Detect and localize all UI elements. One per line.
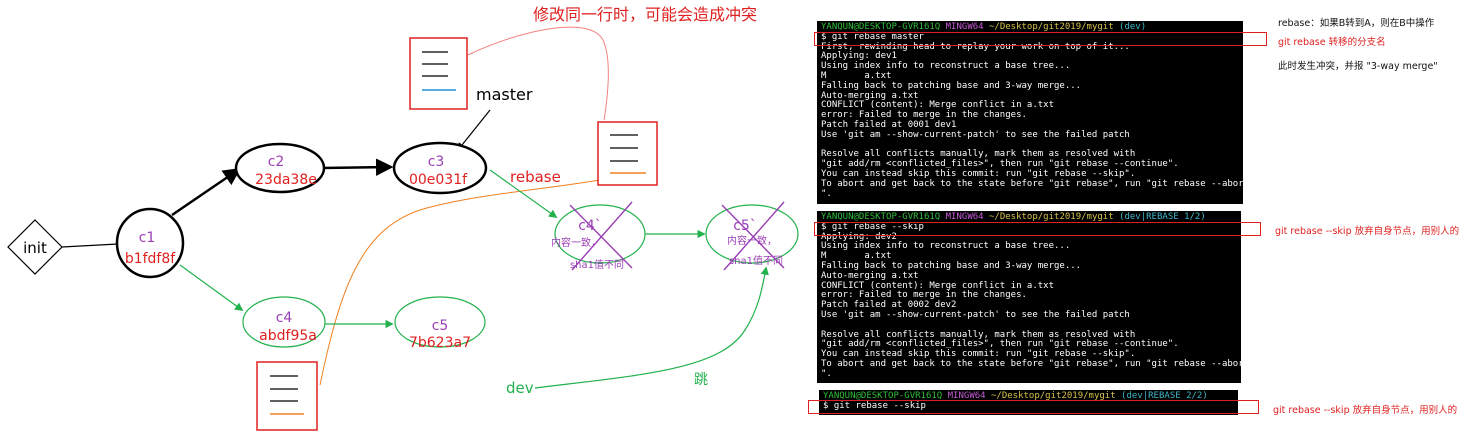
rebase-content-curve [319, 179, 601, 386]
terminal1-output-line: Auto-merging a.txt [821, 90, 919, 101]
terminal2-output-line: Patch failed at 0002 dev2 [821, 300, 957, 311]
c1-to-c2-edge [171, 168, 241, 217]
terminal3-prompt: YANQUN@DESKTOP-GVR161Q MINGW64 ~/Desktop… [823, 391, 1208, 401]
c5-name: c5 [432, 318, 449, 334]
terminal2-output-line: "git add/rm <conflicted_files>", then ru… [821, 339, 1179, 350]
note-skip-1: git rebase --skip 放弃自身节点，用别人的 [1275, 226, 1460, 237]
conflict-title: 修改同一行时，可能会造成冲突 [533, 5, 757, 24]
highlight-rebase-skip-1 [814, 222, 1261, 236]
note-conflict-3way: 此时发生冲突，并报 "3-way merge" [1278, 61, 1438, 72]
terminal2-output-line: Resolve all conflicts manually, mark the… [821, 329, 1136, 340]
terminal1-output-line: To abort and get back to the state befor… [821, 178, 1243, 189]
terminal1-command: $ git rebase master [821, 31, 924, 42]
commit-c5-prime: c5` 内容一致， sha1值不同 [705, 201, 799, 271]
c1-name: c1 [139, 230, 156, 246]
c3-to-c4p-edge [489, 169, 558, 218]
commit-c2: c2 23da38e [234, 142, 326, 194]
terminal2-output-line: Applying: dev2 [821, 231, 897, 242]
terminal2-output-line: CONFLICT (content): Merge conflict in a.… [821, 280, 1054, 291]
terminal-rebase-skip-2: YANQUN@DESKTOP-GVR161Q MINGW64 ~/Desktop… [819, 390, 1238, 415]
terminal2-output-line: Use 'git am --show-current-patch' to see… [821, 309, 1130, 320]
file-icon-bottom [256, 361, 318, 431]
c5-prime-name: c5` [733, 218, 757, 234]
terminal2-output-line: Falling back to patching base and 3-way … [821, 260, 1082, 271]
terminal1-output-line: "git add/rm <conflicted_files>", then ru… [821, 159, 1179, 170]
conflict-link-curve [467, 26, 609, 121]
init-label: init [23, 239, 47, 257]
terminal1-output-line: Patch failed at 0001 dev1 [821, 119, 957, 130]
commit-c3: c3 00e031f [392, 141, 488, 195]
c5-prime-note-1: 内容一致， [727, 234, 777, 247]
highlight-rebase-master [814, 32, 1267, 46]
terminal2-prompt: YANQUN@DESKTOP-GVR161Q MINGW64 ~/Desktop… [821, 212, 1206, 222]
c4-prime-cross-b [571, 201, 633, 271]
note-skip-2: git rebase --skip 放弃自身节点，用别人的 [1273, 405, 1458, 416]
commit-c4: c4 abdf95a [242, 296, 326, 348]
c1-to-c4-edge [179, 264, 244, 311]
rebase-label: rebase [510, 168, 561, 186]
c3-hash: 00e031f [409, 172, 468, 188]
terminal1-output-line: You can instead skip this commit: run "g… [821, 168, 1136, 179]
init-node: init [7, 219, 63, 275]
c5-prime-cross-b [723, 201, 785, 271]
terminal1-output-line: Applying: dev1 [821, 51, 897, 62]
c4-prime-note-1: 内容一致， [551, 236, 601, 249]
highlight-rebase-skip-2 [808, 400, 1259, 414]
terminal3-command: $ git rebase --skip [823, 400, 926, 411]
terminal1-output-line: error: Failed to merge in the changes. [821, 110, 1027, 121]
commit-c5: c5 7b623a7 [394, 296, 486, 351]
master-label: master [476, 85, 533, 104]
terminal2-output-line: To abort and get back to the state befor… [821, 358, 1241, 369]
c2-name: c2 [268, 154, 285, 170]
terminal-rebase-skip-1: YANQUN@DESKTOP-GVR161Q MINGW64 ~/Desktop… [817, 211, 1241, 383]
dev-label: dev [506, 379, 534, 397]
commit-c1: c1 b1fdf8f [115, 207, 185, 279]
c4-name: c4 [276, 310, 293, 326]
note-rebase-definition: rebase：如果B转到A，则在B中操作 [1278, 18, 1435, 29]
terminal2-output-line: You can instead skip this commit: run "g… [821, 349, 1136, 360]
file-icon-right [597, 121, 658, 186]
terminal1-output-line: M a.txt [821, 70, 892, 81]
terminal1-output-line: Resolve all conflicts manually, mark the… [821, 149, 1136, 160]
init-to-c1-edge [61, 243, 119, 248]
terminal2-output-line: Auto-merging a.txt [821, 270, 919, 281]
terminal2-output-line: Using index info to reconstruct a base t… [821, 241, 1071, 252]
file-icon-top [409, 37, 468, 110]
terminal1-output-line: CONFLICT (content): Merge conflict in a.… [821, 100, 1054, 111]
terminal2-output-line: error: Failed to merge in the changes. [821, 290, 1027, 301]
terminal-rebase-master: YANQUN@DESKTOP-GVR161Q MINGW64 ~/Desktop… [817, 21, 1243, 204]
commit-c4-prime: c4` 内容一致， sha1值不同 [551, 201, 646, 271]
terminal1-output-line: First, rewinding head to replay your wor… [821, 41, 1130, 52]
c5-prime-note-2: sha1值不同 [729, 254, 783, 267]
terminal1-output-line: ". [821, 188, 832, 199]
terminal2-command: $ git rebase --skip [821, 221, 924, 232]
terminal2-output-line: M a.txt [821, 251, 892, 262]
c4-hash: abdf95a [259, 328, 317, 344]
note-rebase-target-branch: git rebase 转移的分支名 [1278, 37, 1386, 48]
c4-prime-name: c4` [578, 218, 602, 234]
dev-jump-curve [534, 266, 769, 389]
terminal1-prompt: YANQUN@DESKTOP-GVR161Q MINGW64 ~/Desktop… [821, 22, 1147, 32]
c2-hash: 23da38e [255, 172, 317, 188]
terminal1-output-line: Falling back to patching base and 3-way … [821, 80, 1082, 91]
rebase-diagram: 修改同一行时，可能会造成冲突 init c1 b1fdf8f c2 23da38… [7, 5, 799, 431]
jump-label: 跳 [694, 372, 708, 388]
c1-hash: b1fdf8f [125, 251, 176, 267]
c3-name: c3 [428, 154, 445, 170]
terminal1-output-line: Use 'git am --show-current-patch' to see… [821, 129, 1130, 140]
terminal1-output-line: Using index info to reconstruct a base t… [821, 61, 1071, 72]
c5-hash: 7b623a7 [409, 335, 471, 351]
master-pointer-arrow [456, 109, 491, 152]
c2-to-c3-edge [321, 158, 394, 176]
c4-prime-note-2: sha1值不同 [570, 258, 624, 271]
terminal2-output-line: ". [821, 368, 832, 379]
terminal1-output: First, rewinding head to replay your wor… [821, 41, 1243, 200]
